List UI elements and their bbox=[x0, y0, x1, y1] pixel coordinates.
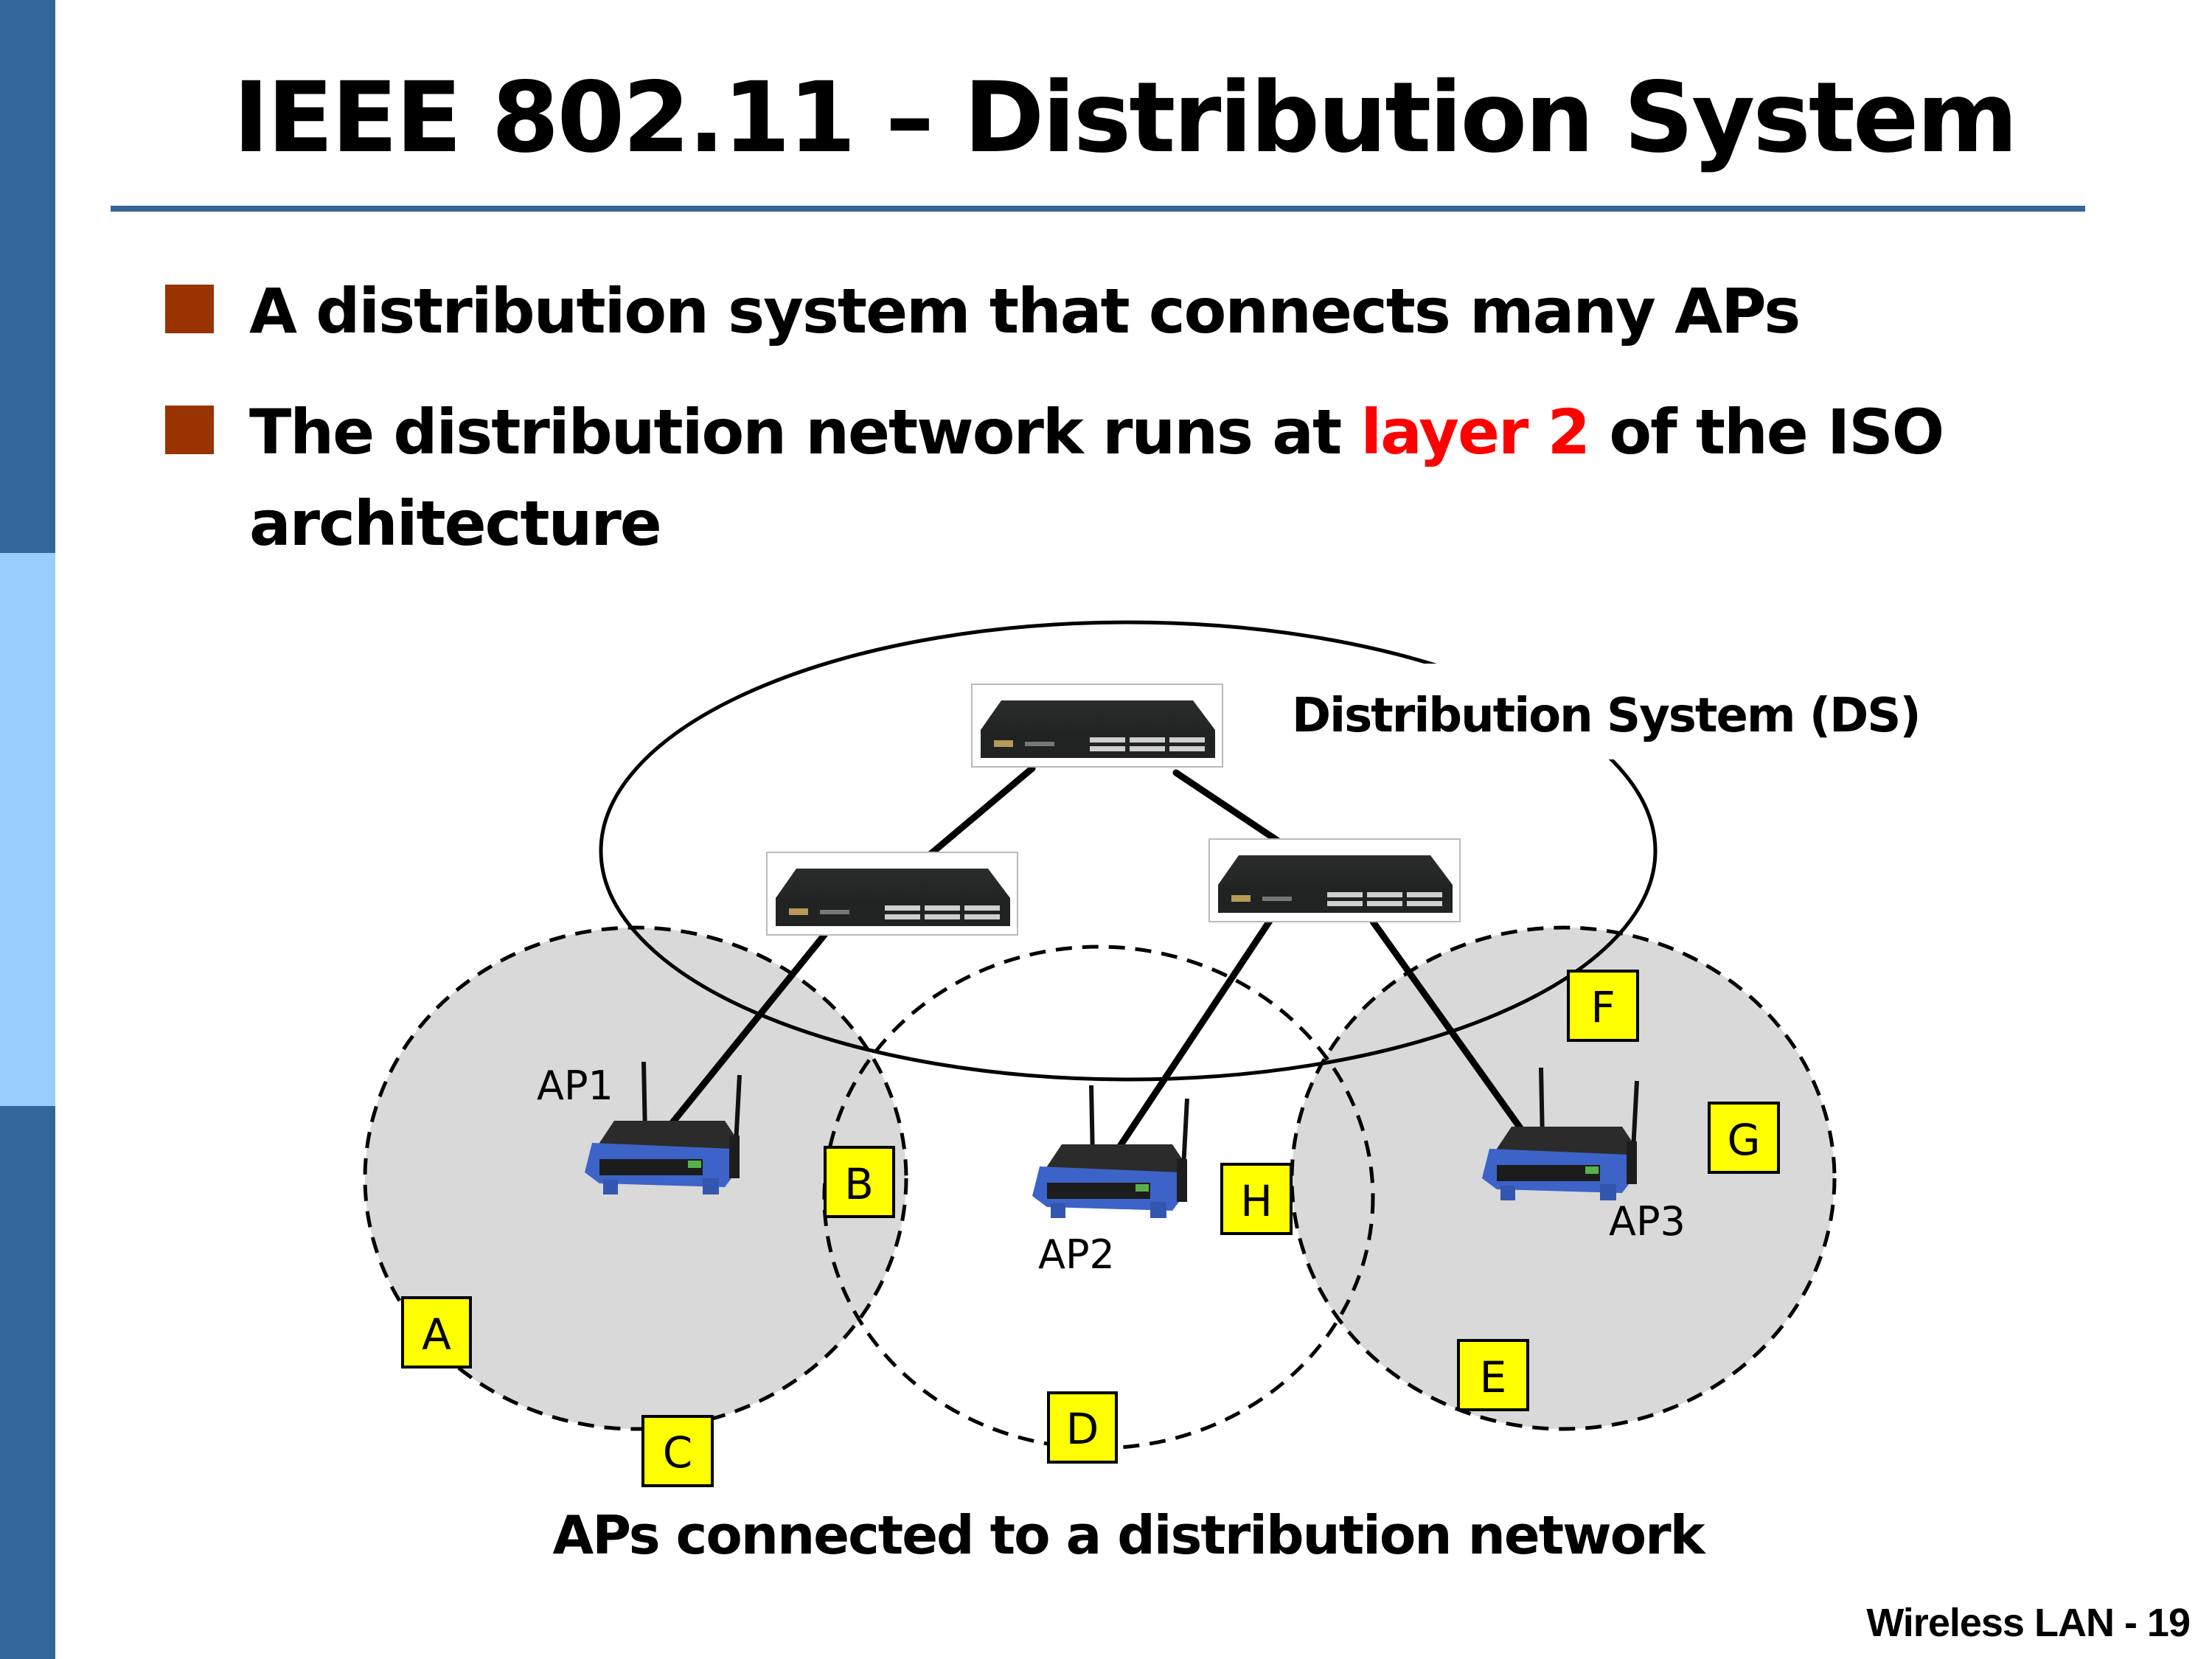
station-label: D bbox=[1066, 1404, 1099, 1454]
bullet-text: of the ISO architecture bbox=[249, 396, 1944, 560]
station-f: F bbox=[1567, 970, 1639, 1042]
network-switch-icon bbox=[971, 684, 1223, 768]
station-label: A bbox=[422, 1310, 451, 1360]
ap-label: AP1 bbox=[537, 1062, 613, 1109]
highlight-text: layer 2 bbox=[1360, 396, 1590, 468]
slide-sidebar bbox=[0, 0, 55, 1659]
bullet-text: A distribution system that connects many… bbox=[249, 275, 1801, 347]
sidebar-segment-top bbox=[0, 0, 55, 553]
bullet-square-icon bbox=[165, 406, 214, 454]
ds-label-background bbox=[1283, 664, 1895, 759]
station-h: H bbox=[1220, 1163, 1293, 1235]
links bbox=[667, 765, 1524, 1169]
station-a: A bbox=[401, 1296, 472, 1368]
station-label: B bbox=[844, 1159, 874, 1209]
sidebar-segment-middle bbox=[0, 553, 55, 1106]
station-d: D bbox=[1047, 1391, 1118, 1464]
title-underline bbox=[111, 206, 2085, 212]
bullet-list: A distribution system that connects many… bbox=[162, 265, 2079, 599]
station-label: F bbox=[1590, 982, 1615, 1032]
station-c: C bbox=[641, 1415, 714, 1487]
link-switch-top-left bbox=[925, 765, 1036, 859]
distribution-system-boundary bbox=[599, 620, 1658, 1082]
sidebar-segment-bottom bbox=[0, 1106, 55, 1659]
slide-footer: Wireless LAN - 19 bbox=[1866, 1601, 2191, 1645]
network-switch-icon bbox=[766, 852, 1018, 936]
station-label: G bbox=[1728, 1115, 1761, 1165]
station-b: B bbox=[824, 1146, 895, 1218]
bullet-item: The distribution network runs at layer 2… bbox=[162, 386, 2079, 569]
ds-label: Distribution System (DS) bbox=[1292, 689, 1920, 743]
station-label: C bbox=[663, 1427, 693, 1478]
link-switch-right-ap2 bbox=[1104, 911, 1278, 1169]
link-switch-left-ap1 bbox=[667, 931, 828, 1128]
wireless-router-icon bbox=[1032, 1085, 1187, 1218]
link-switch-top-right bbox=[1172, 769, 1287, 848]
bullet-item: A distribution system that connects many… bbox=[162, 265, 2079, 357]
diagram-caption: APs connected to a distribution network bbox=[552, 1504, 1705, 1566]
station-g: G bbox=[1708, 1102, 1780, 1174]
network-switch-icon bbox=[1208, 838, 1461, 922]
bullet-square-icon bbox=[165, 285, 214, 333]
station-label: H bbox=[1240, 1176, 1273, 1226]
ap-label: AP3 bbox=[1609, 1198, 1686, 1245]
bullet-text: The distribution network runs at bbox=[249, 396, 1361, 468]
link-switch-right-ap3 bbox=[1369, 918, 1524, 1132]
station-label: E bbox=[1480, 1352, 1507, 1402]
station-e: E bbox=[1457, 1339, 1529, 1411]
ap-label: AP2 bbox=[1038, 1231, 1115, 1278]
slide-title: IEEE 802.11 – Distribution System bbox=[233, 61, 2018, 175]
